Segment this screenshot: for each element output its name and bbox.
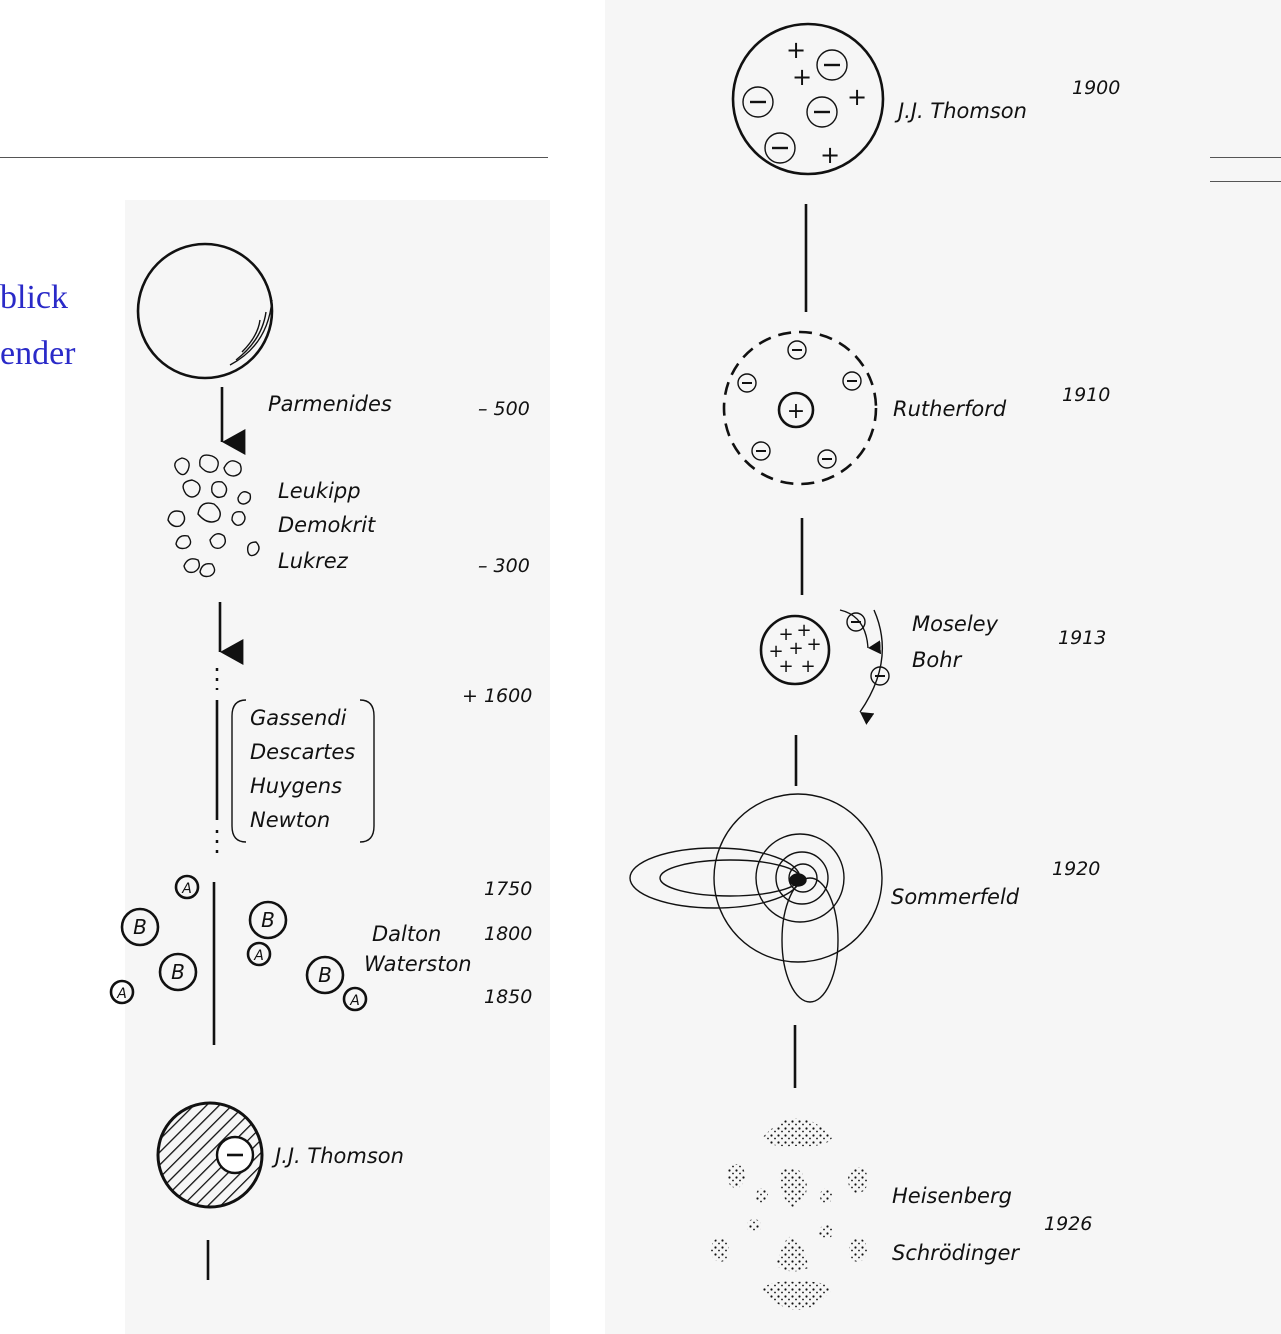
year-1900: 1900 bbox=[1072, 77, 1120, 99]
dalton-atoms-icon: B B B B A A A A bbox=[109, 874, 368, 1012]
quantum-orbital-clouds-icon bbox=[711, 1118, 868, 1310]
bracket-left bbox=[231, 699, 247, 843]
label-newton: Newton bbox=[250, 808, 330, 832]
svg-text:+: + bbox=[778, 656, 793, 677]
label-sommerfeld: Sommerfeld bbox=[891, 885, 1020, 909]
parmenides-sphere-icon bbox=[136, 242, 274, 380]
label-schroedinger: Schrödinger bbox=[892, 1241, 1020, 1265]
svg-text:+: + bbox=[788, 638, 803, 659]
label-parmenides: Parmenides bbox=[268, 392, 392, 416]
year-1800: 1800 bbox=[484, 923, 532, 945]
rutherford-atom-icon: + bbox=[722, 330, 878, 486]
slide-divider-right-bottom bbox=[1210, 181, 1281, 182]
dalton-a: A bbox=[349, 993, 360, 1009]
svg-text:+: + bbox=[806, 634, 821, 655]
svg-text:+: + bbox=[786, 36, 806, 64]
thomson-hatched-atom-icon bbox=[156, 1101, 264, 1209]
sommerfeld-orbits-icon bbox=[629, 793, 883, 1003]
label-descartes: Descartes bbox=[250, 740, 355, 764]
dalton-a: A bbox=[116, 986, 127, 1002]
slide-divider-right-top bbox=[1210, 157, 1281, 158]
label-bohr: Bohr bbox=[912, 648, 963, 672]
svg-text:+: + bbox=[792, 63, 812, 91]
year-1910: 1910 bbox=[1062, 384, 1110, 406]
svg-text:+: + bbox=[820, 141, 840, 169]
year-1926: 1926 bbox=[1044, 1213, 1092, 1235]
slide-text-line-1: blick bbox=[0, 279, 68, 316]
label-leukipp: Leukipp bbox=[278, 479, 361, 503]
svg-text:+: + bbox=[787, 399, 805, 424]
label-gassendi: Gassendi bbox=[250, 706, 347, 730]
dalton-b: B bbox=[261, 908, 275, 932]
label-demokrit: Demokrit bbox=[278, 513, 376, 537]
dalton-b: B bbox=[318, 963, 332, 987]
atom-blobs-icon bbox=[167, 454, 260, 578]
label-huygens: Huygens bbox=[250, 774, 342, 798]
year-1750: 1750 bbox=[484, 878, 532, 900]
dalton-b: B bbox=[171, 960, 185, 984]
label-lukrez: Lukrez bbox=[278, 549, 349, 573]
dalton-a: A bbox=[181, 881, 192, 897]
year-1850: 1850 bbox=[484, 986, 532, 1008]
year-1913: 1913 bbox=[1058, 627, 1106, 649]
year-minus-300: – 300 bbox=[478, 555, 530, 577]
svg-text:+: + bbox=[796, 620, 811, 641]
slide-divider-left bbox=[0, 157, 548, 158]
dalton-a: A bbox=[253, 948, 264, 964]
svg-text:+: + bbox=[768, 641, 783, 662]
thomson-plum-pudding-icon: ++ ++ bbox=[731, 22, 885, 176]
svg-text:+: + bbox=[800, 656, 815, 677]
label-rutherford: Rutherford bbox=[893, 397, 1007, 421]
dalton-b: B bbox=[133, 915, 147, 939]
label-dalton: Dalton bbox=[372, 922, 441, 946]
year-plus-1600: + 1600 bbox=[462, 685, 532, 707]
label-heisenberg: Heisenberg bbox=[892, 1184, 1012, 1208]
label-jj-thomson-right: J.J. Thomson bbox=[894, 99, 1027, 123]
bohr-atom-icon: ++ ++ ++ + bbox=[759, 609, 890, 725]
slide-text-line-2: ender bbox=[0, 335, 76, 372]
label-jj-thomson-left: J.J. Thomson bbox=[271, 1144, 404, 1168]
scan-right-page bbox=[605, 0, 1281, 1334]
svg-text:+: + bbox=[778, 624, 793, 645]
bracket-right bbox=[359, 699, 375, 843]
year-1920: 1920 bbox=[1052, 858, 1100, 880]
svg-text:+: + bbox=[847, 83, 867, 111]
year-minus-500: – 500 bbox=[478, 398, 530, 420]
label-waterston: Waterston bbox=[364, 952, 472, 976]
label-moseley: Moseley bbox=[912, 612, 999, 636]
